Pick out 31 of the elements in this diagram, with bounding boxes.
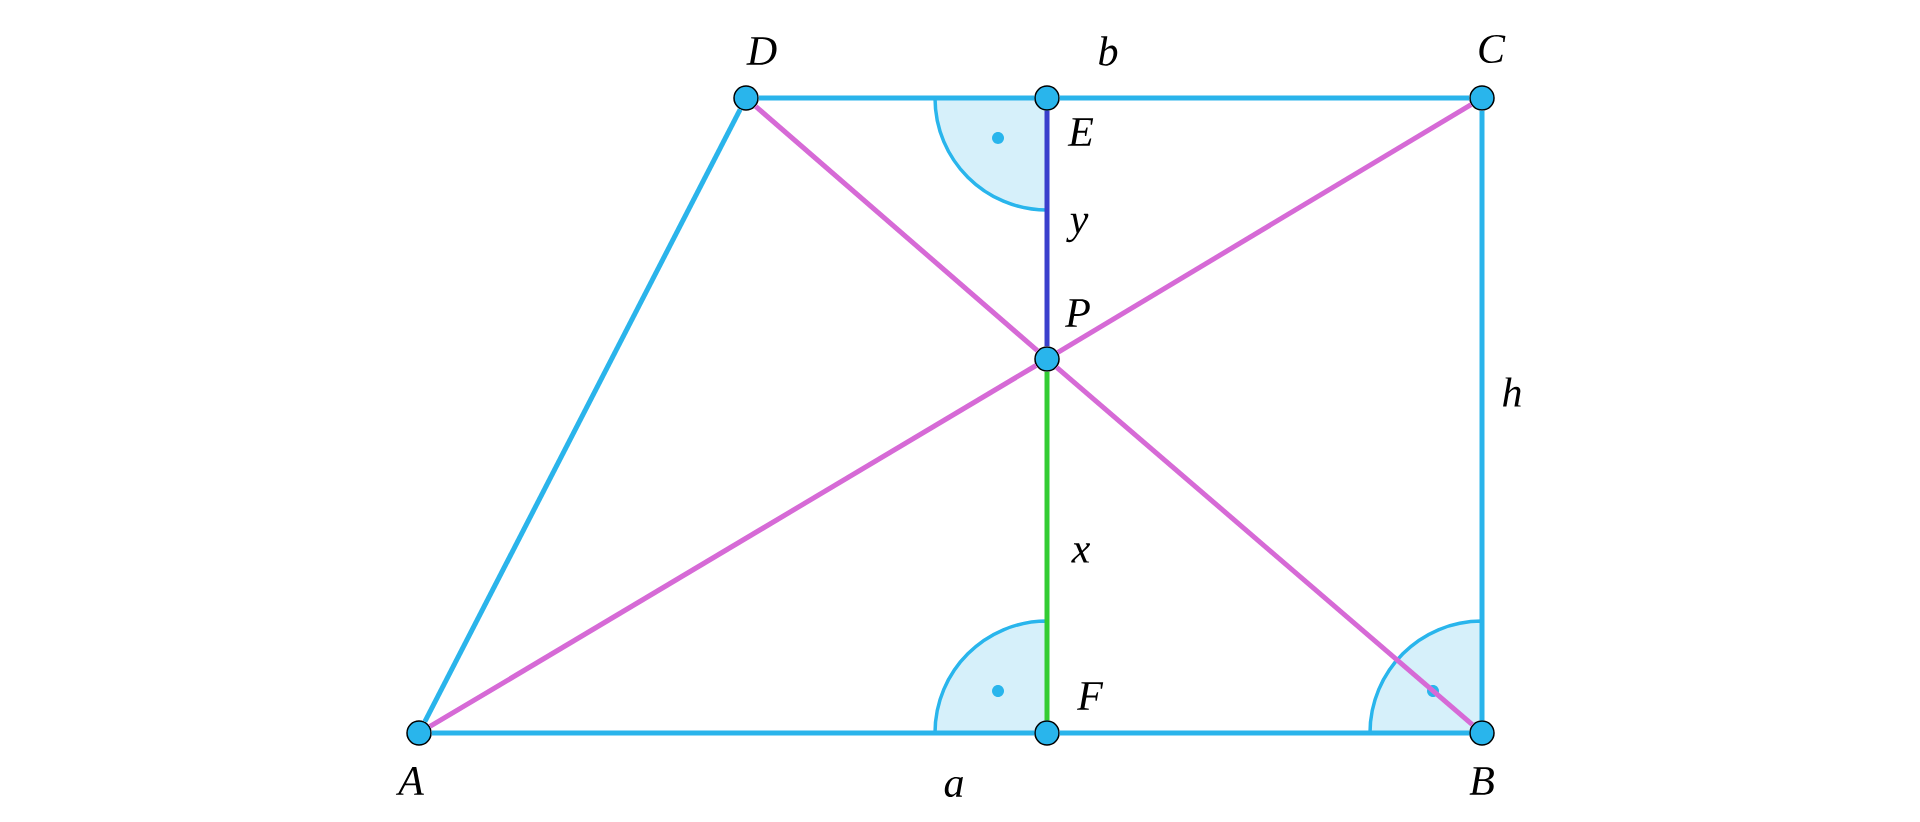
node-label: B [1469, 767, 1494, 795]
line-segment [1059, 95, 1470, 101]
point: F [1034, 682, 1104, 746]
point: P [1034, 299, 1090, 372]
line-segment [428, 363, 1038, 729]
line-segment [754, 104, 1039, 353]
line-segment [1044, 110, 1050, 347]
node-label: E [1067, 118, 1094, 146]
node-label: F [1076, 682, 1104, 710]
line-segment [758, 95, 1035, 101]
edge-label: y [1066, 211, 1091, 245]
line-segment [1044, 371, 1050, 721]
edge-label: h [1499, 375, 1525, 409]
line-segment [431, 730, 1035, 736]
point: E [1034, 85, 1094, 146]
line-segment [1059, 730, 1470, 736]
edge-label: x [1069, 541, 1093, 565]
point: A [395, 720, 432, 795]
node-label: C [1479, 34, 1506, 64]
line-segment [1479, 110, 1485, 721]
node-label: A [395, 767, 424, 795]
side-label: a [944, 776, 963, 798]
line-segment [1055, 365, 1474, 727]
point: D [733, 37, 777, 111]
point: B [1469, 720, 1495, 795]
line-segment [1056, 102, 1473, 355]
point: C [1469, 34, 1506, 111]
side-label: b [1099, 36, 1118, 66]
line-segment [422, 108, 743, 723]
node-label: D [746, 37, 777, 65]
node-label: P [1064, 299, 1090, 327]
